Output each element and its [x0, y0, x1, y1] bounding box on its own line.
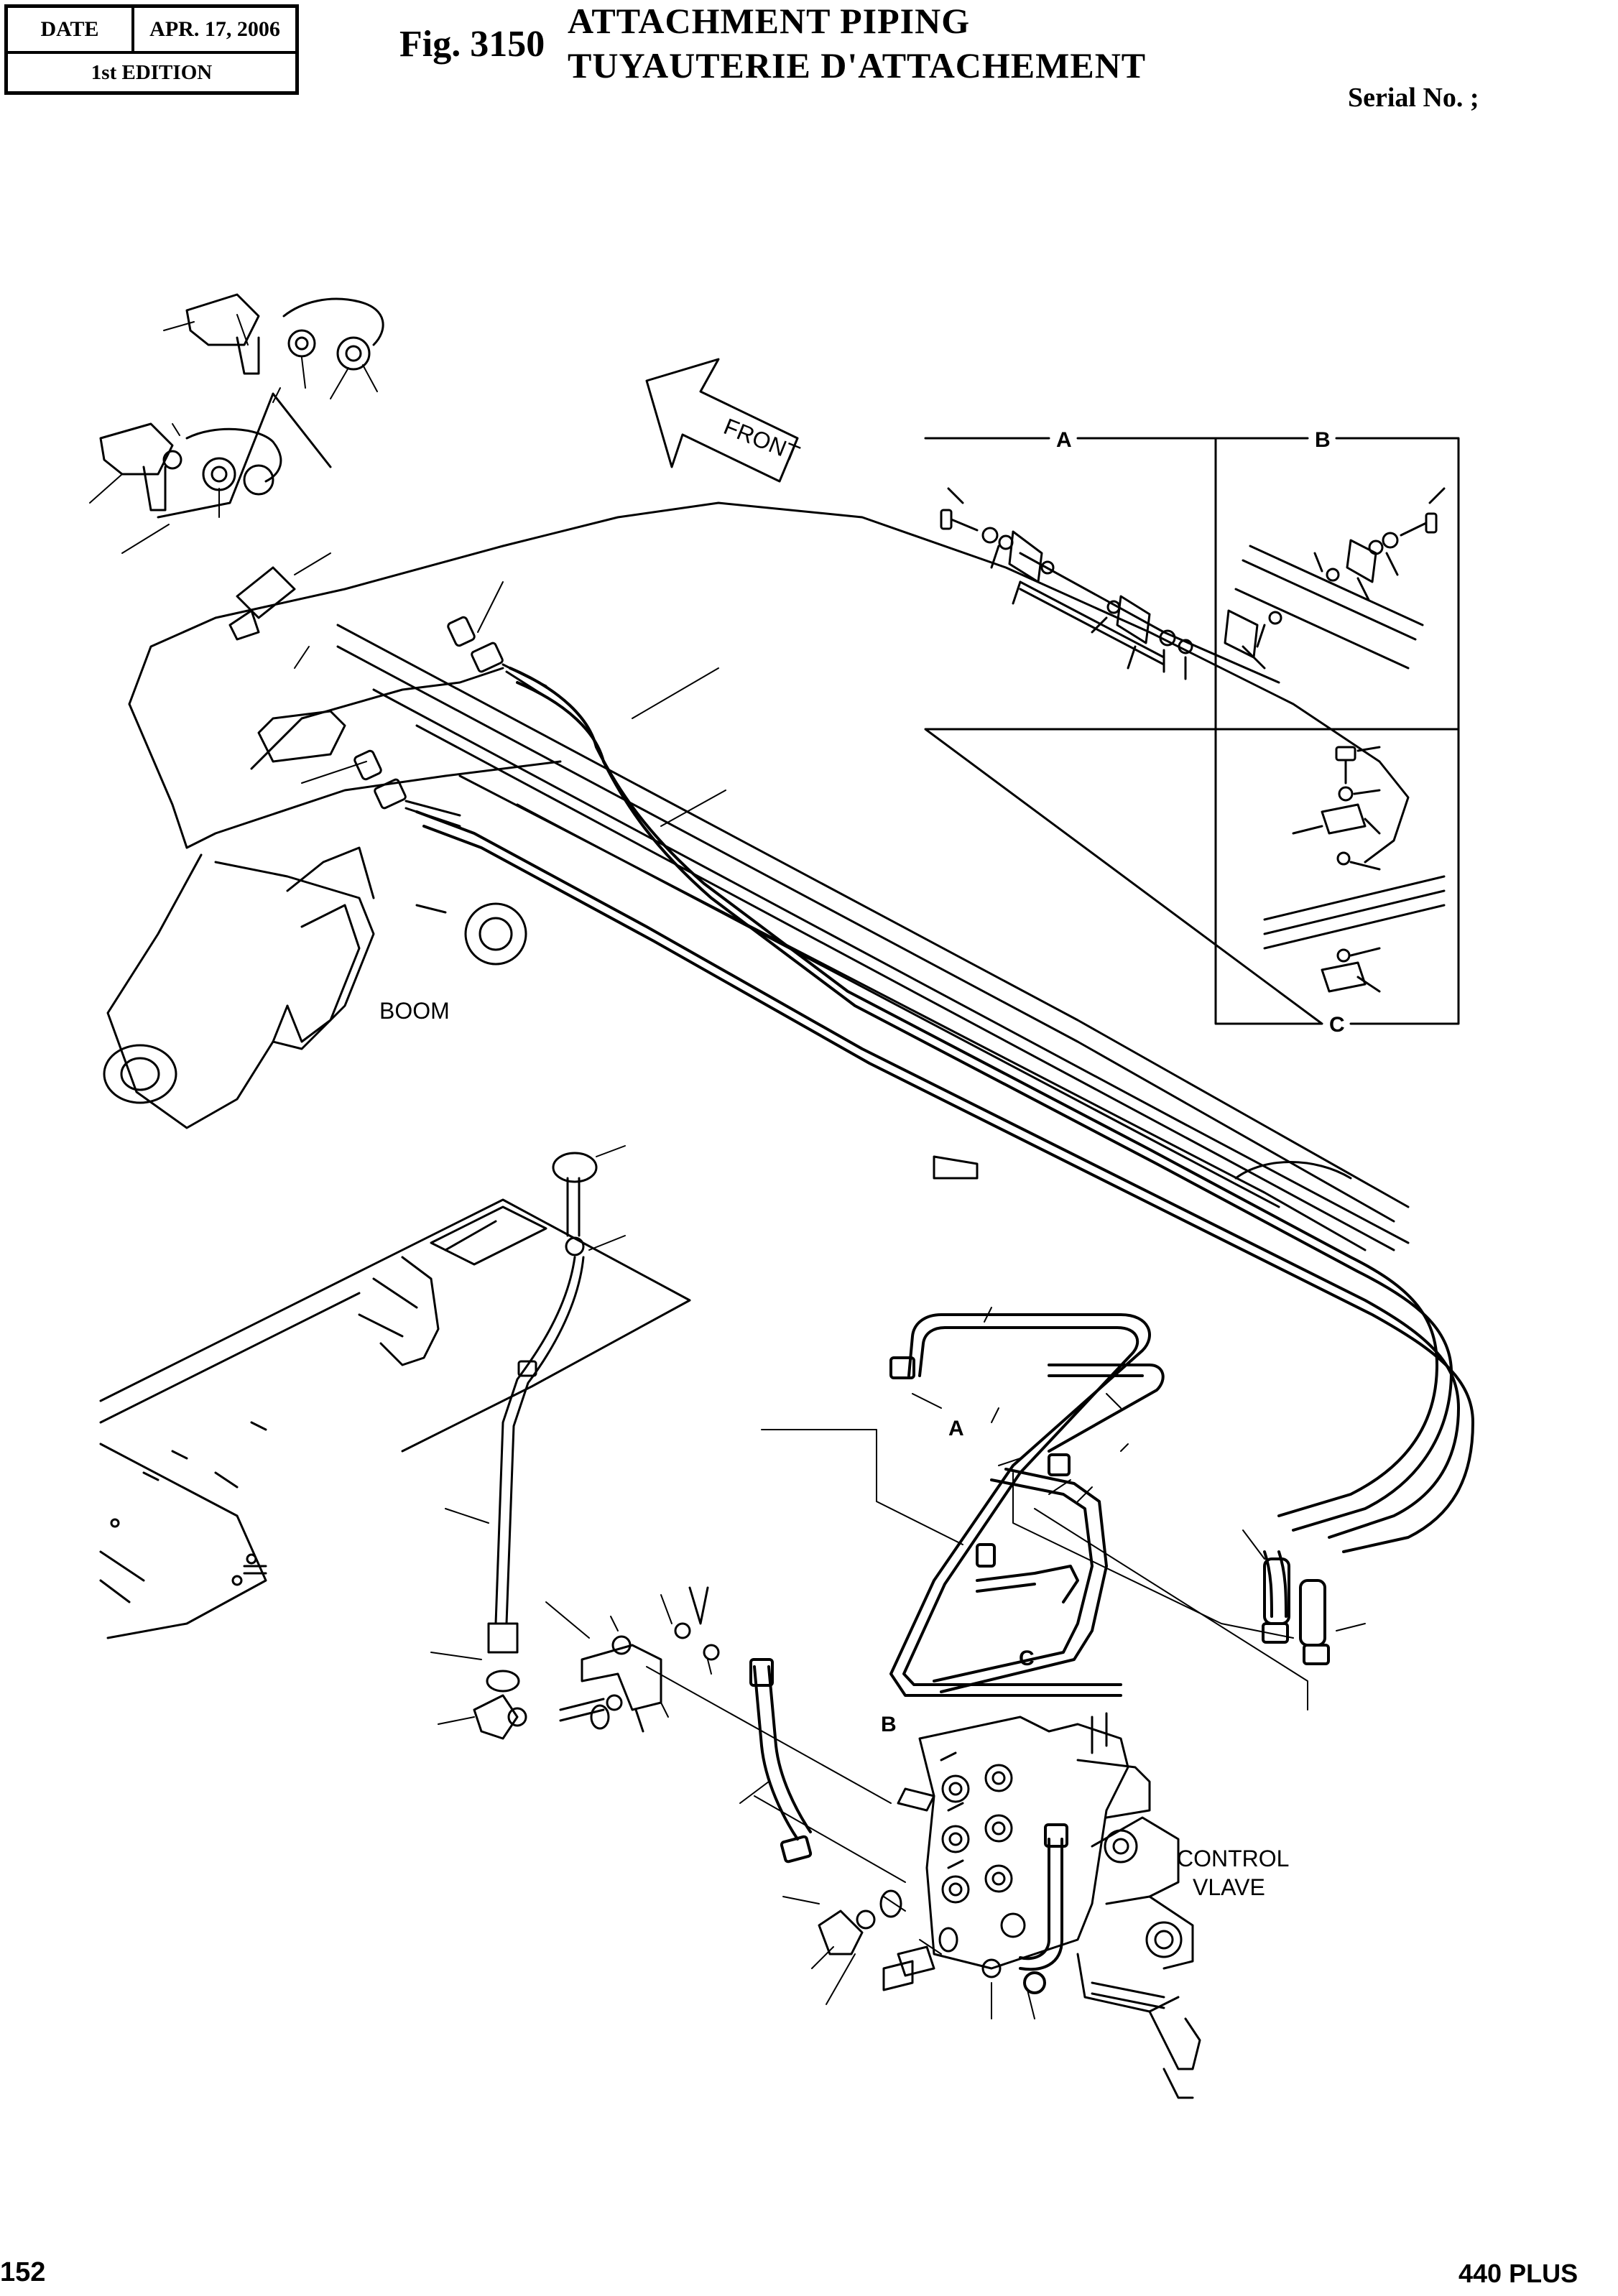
callout-b: B — [881, 1713, 897, 1736]
bracket-parts — [559, 1586, 720, 1733]
page-title-french: TUYAUTERIE D'ATTACHEMENT — [568, 45, 1147, 85]
detail-boxes — [924, 437, 1460, 1025]
model-name: 440 PLUS — [1458, 2259, 1578, 2288]
page-title-english: ATTACHMENT PIPING — [568, 1, 971, 41]
leader-lines-lower — [430, 1145, 1366, 2019]
routing-lines — [646, 1429, 1308, 1883]
valve-inlet-pipes — [749, 1658, 1068, 1994]
detail-c-title: C — [1329, 1013, 1345, 1037]
detail-b-clamp — [1224, 487, 1446, 670]
edition-info-box: DATE APR. 17, 2006 1st EDITION — [4, 4, 299, 95]
detail-c-clamp — [1263, 746, 1446, 993]
upper-hose-fittings — [353, 616, 547, 828]
edition-label: 1st EDITION — [91, 60, 213, 84]
leader-lines-upper — [89, 314, 726, 827]
control-valve-label-line2: VLAVE — [1193, 1874, 1265, 1900]
quick-couplers — [99, 293, 384, 641]
valve-fittings — [818, 1889, 1002, 1991]
front-arrow — [645, 358, 799, 483]
figure-number: Fig. 3150 — [399, 24, 545, 65]
page-number: 152 — [0, 2257, 46, 2287]
serial-number-label: Serial No. ; — [1348, 83, 1479, 113]
detail-a-title: A — [1056, 428, 1072, 452]
date-value: APR. 17, 2006 — [134, 8, 295, 54]
boom-hoses — [415, 667, 1474, 1553]
date-label: DATE — [8, 8, 134, 54]
detail-a-clamp — [940, 487, 1280, 684]
control-valve-piping — [889, 1313, 1330, 1697]
callout-c: C — [1019, 1647, 1035, 1670]
detail-b-title: B — [1315, 428, 1331, 452]
control-valve-body — [897, 1712, 1201, 2099]
boom-label: BOOM — [379, 998, 450, 1024]
control-valve-label-line1: CONTROL — [1177, 1846, 1289, 1871]
boom-structure — [103, 501, 1410, 1251]
frame-structure — [99, 1198, 691, 1639]
callout-a: A — [948, 1417, 964, 1440]
mounting-rod — [473, 1152, 598, 1740]
diagram-labels: FRONT BOOM CONTROL VLAVE A B C A B C — [379, 413, 1345, 1900]
